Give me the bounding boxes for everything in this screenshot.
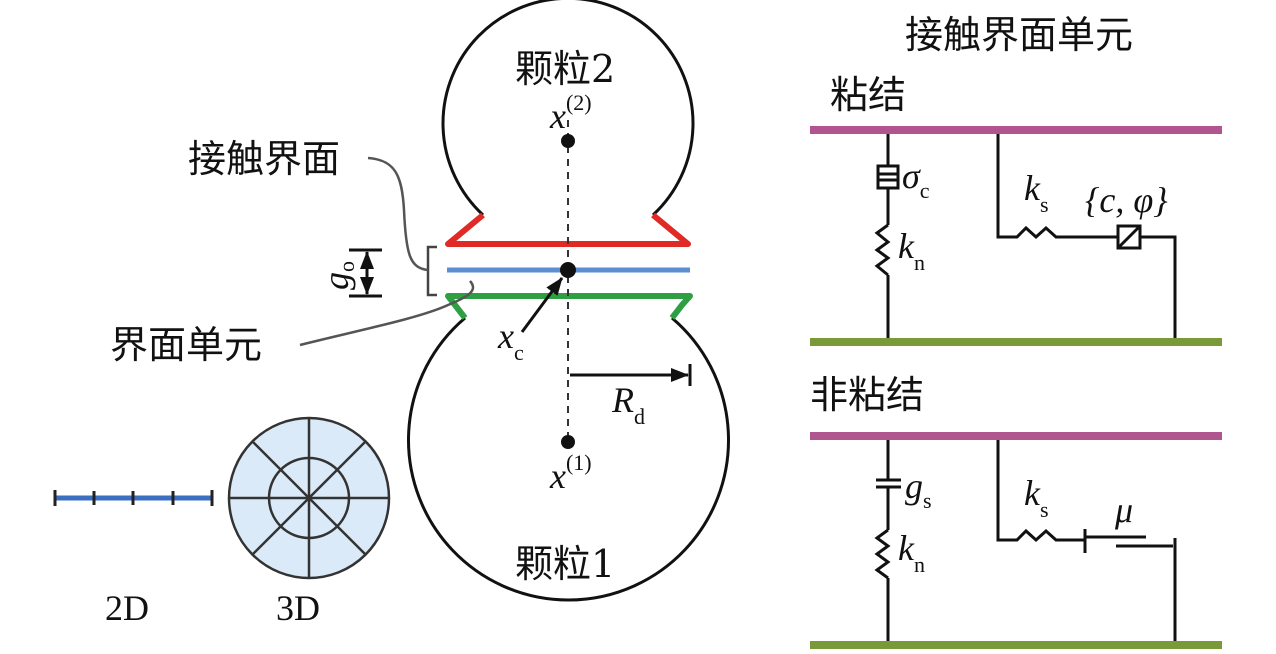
unbonded-shear-branch	[996, 440, 1177, 641]
interface-element-title: 接触界面单元	[905, 13, 1133, 57]
label-2d: 2D	[105, 588, 149, 628]
unbonded-normal-branch	[874, 440, 901, 641]
unbonded-ks-label: ks	[1024, 473, 1049, 522]
particle-1-outline	[407, 316, 730, 602]
unbonded-title: 非粘结	[810, 373, 924, 417]
bonded-kn-label: kn	[898, 226, 925, 275]
center-point-2	[561, 134, 575, 148]
bonded-title: 粘结	[830, 73, 906, 117]
cohesion-friction-label: {c, φ}	[1085, 180, 1168, 220]
bonded-ks-label: ks	[1024, 168, 1049, 217]
gap-gs-label: gs	[905, 466, 932, 513]
particle-2-outline	[441, 0, 695, 217]
interface-element-leader	[299, 280, 475, 347]
contact-interface-label: 接触界面	[188, 137, 340, 181]
interface-element-label: 界面单元	[110, 323, 262, 367]
bonded-normal-branch	[874, 134, 900, 338]
x2-label: x(2)	[549, 90, 592, 136]
bond-strength-label: σc	[902, 156, 930, 203]
particle-1-label: 颗粒1	[515, 542, 615, 586]
gap-label: go	[316, 261, 359, 290]
friction-label: μ	[1114, 490, 1133, 530]
contact-point-xc	[560, 262, 576, 278]
interface-element-3d	[227, 416, 391, 580]
interface-bracket	[426, 245, 437, 297]
particle-2-label: 颗粒2	[515, 47, 615, 91]
contact-interface-leader	[367, 156, 429, 272]
radius-label: Rd	[611, 380, 645, 429]
xc-label: xc	[497, 316, 524, 365]
interface-element-2d	[53, 490, 214, 506]
x1-label: x(1)	[549, 450, 592, 496]
center-point-1	[561, 435, 575, 449]
label-3d: 3D	[276, 588, 320, 628]
unbonded-kn-label: kn	[898, 528, 925, 577]
bonded-shear-branch	[996, 134, 1177, 338]
xc-arrow	[520, 277, 564, 333]
